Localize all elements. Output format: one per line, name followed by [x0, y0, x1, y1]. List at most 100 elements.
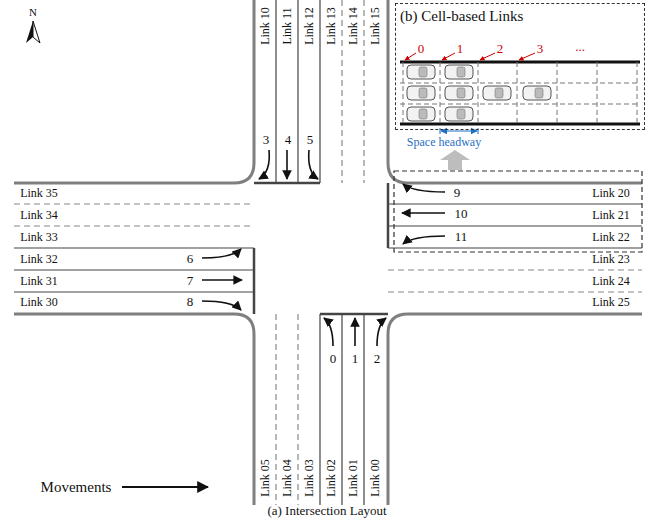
movement-arrow	[259, 150, 269, 179]
headway-arrow	[441, 130, 477, 131]
cell-boundary	[557, 62, 558, 124]
car-window	[495, 88, 503, 98]
movement-arrows	[122, 150, 445, 487]
link-label: Link 31	[20, 275, 58, 287]
link-label: Link 01	[347, 459, 359, 497]
cell-pointer	[519, 53, 535, 60]
headway-label: Space headway	[407, 136, 481, 148]
car-body	[523, 86, 551, 100]
movement-arrow	[403, 184, 445, 192]
caption: (a) Intersection Layout	[267, 504, 386, 517]
movement-arrow	[309, 150, 318, 179]
cell-number: 2	[497, 42, 504, 55]
movement-arrow	[354, 318, 356, 346]
cell-boundary	[637, 62, 638, 124]
movement-arrow	[324, 318, 333, 346]
link-label: Link 12	[303, 7, 315, 45]
car-body	[483, 86, 511, 100]
lane-line	[14, 203, 254, 204]
link-label: Link 35	[20, 187, 58, 199]
car-window	[419, 109, 427, 119]
lane-line	[275, 314, 276, 505]
link-label: Link 05	[259, 459, 271, 497]
link-label: Link 11	[281, 7, 293, 44]
cell-pointer	[480, 53, 495, 60]
stop-line	[254, 182, 320, 185]
lane-line	[341, 314, 342, 505]
road-edge	[400, 61, 640, 64]
inset-panel: (b) Cell-based Links	[395, 3, 645, 130]
lane-line	[14, 269, 254, 270]
legend-label: Movements	[41, 480, 112, 495]
pointer-arrow	[440, 150, 470, 170]
lane-line	[388, 247, 642, 248]
lane-line	[341, 0, 342, 183]
car-window	[419, 67, 427, 77]
lane-line	[297, 314, 298, 505]
cell-pointer	[442, 53, 455, 60]
movement-arrow	[403, 236, 445, 244]
link-label: Link 10	[259, 7, 271, 45]
cars	[407, 65, 551, 121]
lane-line	[319, 314, 320, 505]
car-window	[535, 88, 543, 98]
link-label: Link 24	[592, 275, 630, 287]
cell-number: 3	[537, 42, 544, 55]
movement-number: 5	[307, 133, 314, 146]
cell-diagram	[400, 53, 640, 134]
north-arrow	[26, 21, 40, 43]
movement-number: 2	[374, 352, 381, 365]
curb	[388, 314, 642, 505]
link-label: Link 03	[303, 459, 315, 497]
link-label: Link 34	[20, 209, 58, 221]
lane-line	[14, 291, 254, 292]
movement-arrow	[202, 279, 242, 281]
car-window	[457, 67, 465, 77]
lane-line	[388, 203, 642, 204]
car-body	[445, 65, 473, 79]
movement-arrow	[377, 318, 386, 346]
cell-grid	[400, 62, 640, 124]
cell-boundary	[517, 62, 518, 124]
lane-line	[319, 0, 320, 183]
car-body	[407, 65, 435, 79]
lane-line	[275, 0, 276, 183]
car-body	[445, 86, 473, 100]
compass-letter: N	[29, 7, 37, 18]
panel-title: (b) Cell-based Links	[396, 4, 644, 25]
lane-divider	[400, 104, 640, 105]
lane-line	[363, 0, 364, 183]
lane-line	[363, 314, 364, 505]
curb	[388, 0, 642, 183]
highlight-box	[394, 171, 642, 252]
link-label: Link 20	[592, 187, 630, 199]
movement-number: 11	[455, 230, 468, 243]
cell-boundary	[403, 62, 404, 124]
car-body	[407, 107, 435, 121]
curbs	[14, 0, 642, 505]
cell-number: ...	[575, 40, 585, 53]
car-body	[407, 86, 435, 100]
north-arrow-half	[26, 21, 33, 43]
car	[407, 86, 435, 100]
car-window	[457, 109, 465, 119]
movement-arrow	[286, 150, 288, 179]
cell-boundary	[478, 62, 479, 124]
link-label: Link 13	[325, 7, 337, 45]
car	[445, 107, 473, 121]
movement-number: 7	[187, 274, 194, 287]
movement-number: 0	[330, 352, 337, 365]
stop-line	[253, 248, 256, 314]
cell-pointers	[405, 53, 535, 60]
movement-number: 8	[187, 295, 194, 308]
lane-divider	[400, 83, 640, 84]
cell-boundary	[597, 62, 598, 124]
movement-arrow	[202, 301, 241, 310]
link-label: Link 32	[20, 253, 58, 265]
cell-pointer	[405, 53, 416, 60]
movement-arrow	[402, 212, 445, 214]
movement-number: 3	[263, 133, 270, 146]
cell-number: 1	[457, 42, 464, 55]
car	[407, 65, 435, 79]
